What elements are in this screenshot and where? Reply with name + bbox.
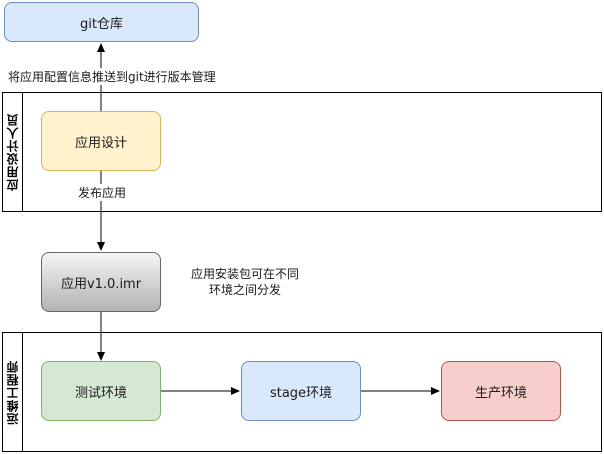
app-design-label: 应用设计 xyxy=(74,135,127,151)
ops-lane-header: 运维工程师 xyxy=(3,333,23,451)
prod-env-node[interactable]: 生产环境 xyxy=(441,361,561,421)
ops-swimlane: 运维工程师 xyxy=(2,332,602,452)
git-repo-node[interactable]: git仓库 xyxy=(4,2,199,42)
push-to-git-label: 将应用配置信息推送到git进行版本管理 xyxy=(6,68,218,85)
designer-swimlane: 应用设计人员 xyxy=(2,92,602,212)
designer-lane-title: 应用设计人员 xyxy=(6,113,20,191)
push-to-git-text: 将应用配置信息推送到git进行版本管理 xyxy=(8,70,216,84)
test-env-node[interactable]: 测试环境 xyxy=(41,361,161,421)
distribution-note: 应用安装包可在不同 环境之间分发 xyxy=(190,266,300,298)
git-repo-label: git仓库 xyxy=(80,16,123,32)
test-env-label: 测试环境 xyxy=(74,385,127,401)
stage-env-label: stage环境 xyxy=(269,385,333,401)
designer-lane-header: 应用设计人员 xyxy=(3,93,23,211)
package-node[interactable]: 应用v1.0.imr xyxy=(41,252,161,312)
stage-env-node[interactable]: stage环境 xyxy=(241,361,361,421)
publish-text: 发布应用 xyxy=(78,186,127,200)
publish-label: 发布应用 xyxy=(76,184,129,201)
distribution-note-line2: 环境之间分发 xyxy=(208,283,281,297)
ops-lane-title: 运维工程师 xyxy=(6,359,20,425)
package-label: 应用v1.0.imr xyxy=(60,276,142,292)
distribution-note-line1: 应用安装包可在不同 xyxy=(190,267,299,281)
app-design-node[interactable]: 应用设计 xyxy=(41,111,161,171)
prod-env-label: 生产环境 xyxy=(474,385,527,401)
